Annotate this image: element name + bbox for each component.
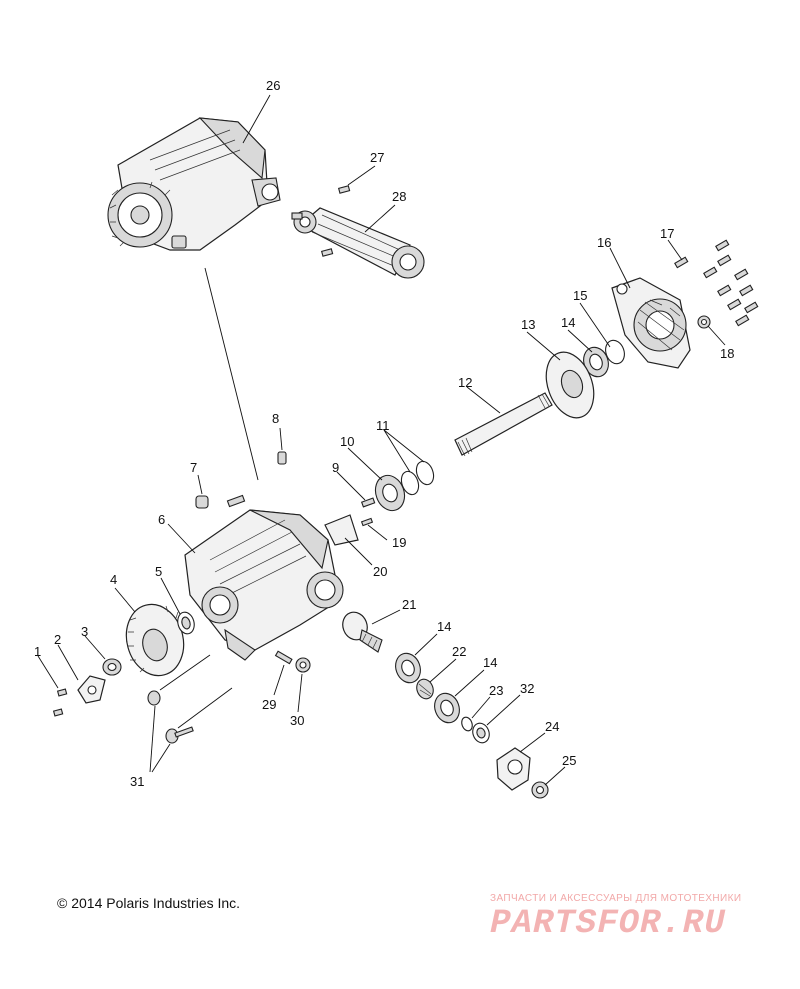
callout-23: 23 (489, 683, 503, 698)
screws-1 (52, 688, 68, 717)
nut-18 (697, 315, 711, 329)
callout-20: 20 (373, 564, 387, 579)
callout-26: 26 (266, 78, 280, 93)
plate-2 (77, 675, 106, 704)
bolt-29 (274, 650, 293, 665)
ring-23 (461, 716, 473, 732)
callout-7: 7 (190, 460, 197, 475)
gear-4 (125, 603, 185, 677)
plug-8 (277, 451, 287, 465)
callout-labels: 1 2 3 4 5 6 7 8 9 10 11 12 13 14 15 16 1… (34, 78, 734, 789)
pin-19 (360, 517, 374, 527)
callout-6: 6 (158, 512, 165, 527)
seals-11 (400, 460, 435, 496)
bolt-27 (320, 185, 351, 257)
callout-4: 4 (110, 572, 117, 587)
bearing-14-low (434, 692, 460, 724)
watermark-tagline: ЗАПЧАСТИ И АКСЕССУАРЫ ДЛЯ МОТОТЕХНИКИ (490, 893, 742, 904)
callout-11: 11 (376, 418, 390, 433)
callout-18: 18 (720, 346, 734, 361)
cover-16 (611, 277, 691, 369)
callout-27: 27 (370, 150, 384, 165)
callout-17: 17 (660, 226, 674, 241)
washer-5 (177, 611, 195, 635)
housing-6 (184, 509, 344, 661)
pinion-21 (342, 611, 383, 653)
bearing-10 (374, 474, 406, 512)
washer-32 (472, 722, 490, 744)
callout-21: 21 (402, 597, 416, 612)
callout-16: 16 (597, 235, 611, 250)
bearing-14-top (583, 346, 609, 378)
nut-25 (531, 781, 549, 799)
bolts-31 (147, 690, 194, 744)
gearcase-assembly-26 (107, 117, 281, 251)
copyright-notice: © 2014 Polaris Industries Inc. (57, 895, 241, 911)
callout-25: 25 (562, 753, 576, 768)
callout-1: 1 (34, 644, 41, 659)
callout-3: 3 (81, 624, 88, 639)
bearing-14-mid (395, 652, 421, 684)
callout-24: 24 (545, 719, 559, 734)
callout-22: 22 (452, 644, 466, 659)
callout-8: 8 (272, 411, 279, 426)
callout-29: 29 (262, 697, 276, 712)
callout-30: 30 (290, 713, 304, 728)
callout-14-top: 14 (561, 315, 575, 330)
callout-13: 13 (521, 317, 535, 332)
callout-15: 15 (573, 288, 587, 303)
bolts-17 (674, 239, 759, 327)
callout-19: 19 (392, 535, 406, 550)
callout-31: 31 (130, 774, 144, 789)
disc-13 (545, 351, 595, 419)
gear-22 (416, 678, 434, 700)
callout-5: 5 (155, 564, 162, 579)
leader-lines (37, 94, 726, 786)
callout-10: 10 (340, 434, 354, 449)
pin-9 (360, 497, 376, 508)
callout-28: 28 (392, 189, 406, 204)
callout-9: 9 (332, 460, 339, 475)
nut-30 (295, 657, 311, 673)
nut-3 (102, 658, 122, 676)
driveshaft-28 (291, 207, 425, 279)
callout-2: 2 (54, 632, 61, 647)
shaft-12 (454, 392, 553, 457)
watermark-logo: PARTSFOR.RU (485, 905, 730, 943)
callout-14-mid: 14 (437, 619, 451, 634)
callout-14-low: 14 (483, 655, 497, 670)
callout-12: 12 (458, 375, 472, 390)
callout-32: 32 (520, 681, 534, 696)
vent-7 (195, 494, 246, 509)
yoke-24 (496, 747, 531, 791)
bracket-20 (324, 514, 359, 546)
